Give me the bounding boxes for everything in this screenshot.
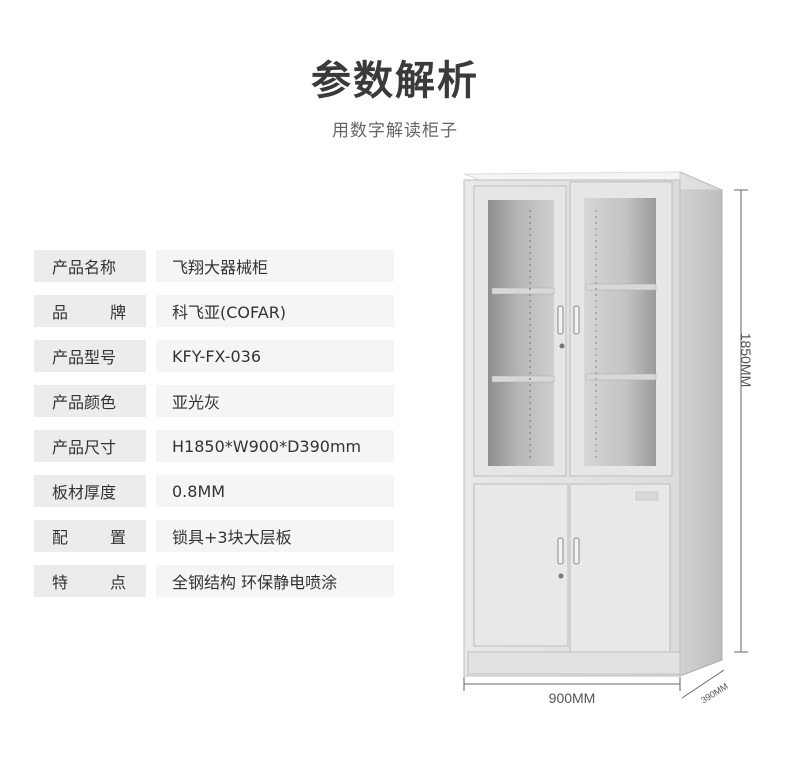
depth-dimension-line (681, 669, 725, 699)
lower-left-door (473, 483, 569, 647)
spec-label: 产品型号 (34, 340, 146, 372)
spec-value: 飞翔大器械柜 (156, 250, 394, 282)
shelf (491, 375, 555, 383)
right-glass (584, 198, 656, 466)
left-glass (488, 200, 554, 466)
spec-label: 特点 (34, 565, 146, 597)
shelf (585, 283, 657, 291)
spec-value: H1850*W900*D390mm (156, 430, 394, 462)
spec-label: 产品尺寸 (34, 430, 146, 462)
spec-label: 产品名称 (34, 250, 146, 282)
spec-label: 板材厚度 (34, 475, 146, 507)
shelf (491, 287, 555, 295)
spec-value: 亚光灰 (156, 385, 394, 417)
spec-label: 产品颜色 (34, 385, 146, 417)
label-slot (635, 491, 659, 501)
spec-value: 科飞亚(COFAR) (156, 295, 394, 327)
lock-icon (559, 343, 565, 349)
spec-label: 配置 (34, 520, 146, 552)
lower-right-door (569, 483, 671, 653)
spec-value: 0.8MM (156, 475, 394, 507)
spec-value: 锁具+3块大层板 (156, 520, 394, 552)
page-subtitle: 用数字解读柜子 (332, 121, 458, 141)
page-title: 参数解析 (311, 58, 479, 104)
lower-right-handle (573, 537, 580, 565)
spec-value: 全钢结构 环保静电喷涂 (156, 565, 394, 597)
height-dimension-label: 1850MM (738, 332, 754, 388)
cabinet-base (467, 651, 681, 675)
spec-value: KFY-FX-036 (156, 340, 394, 372)
shelf (585, 373, 657, 381)
lock-icon (558, 573, 564, 579)
upper-left-handle (557, 305, 564, 335)
lower-left-handle (557, 537, 564, 565)
cabinet-side (679, 171, 723, 677)
spec-label: 品牌 (34, 295, 146, 327)
upper-right-handle (573, 305, 580, 335)
width-dimension-label: 900MM (548, 690, 596, 706)
